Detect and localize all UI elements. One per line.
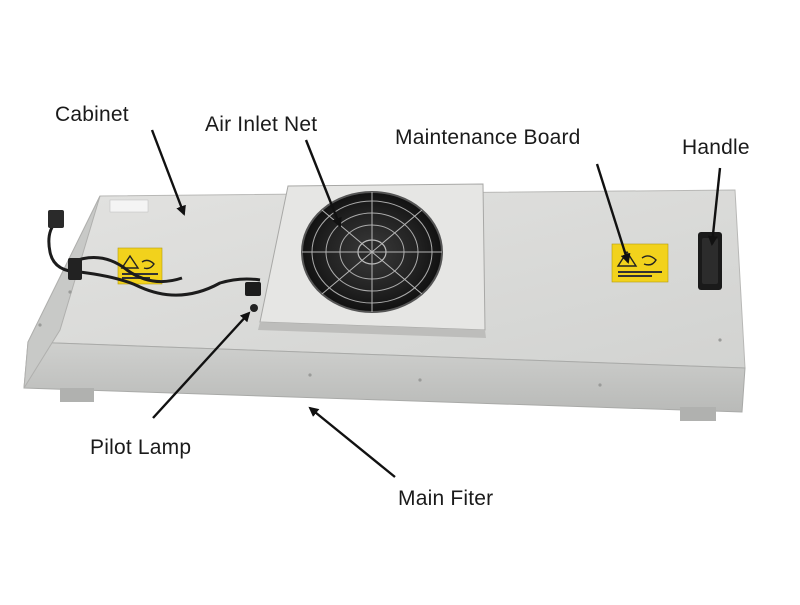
power-plug-icon xyxy=(47,210,261,297)
cabinet-left-side xyxy=(23,195,101,389)
cabinet-foot-right xyxy=(680,407,716,421)
arrow-pilot-lamp xyxy=(152,311,251,419)
label-maintenance-board: Maintenance Board xyxy=(395,126,581,149)
air-inlet-box xyxy=(258,183,486,338)
pilot-lamp-icon xyxy=(250,304,258,312)
label-pilot-lamp: Pilot Lamp xyxy=(90,436,192,459)
arrow-main-filter xyxy=(308,406,396,478)
label-main-filter: Main Fiter xyxy=(398,487,494,510)
arrow-handle xyxy=(707,167,722,246)
fan-grille-icon xyxy=(301,191,443,313)
arrow-maintenance xyxy=(595,163,631,264)
label-handle: Handle xyxy=(682,136,750,159)
nameplate-sticker xyxy=(109,199,149,213)
label-air-inlet-net: Air Inlet Net xyxy=(205,113,318,136)
arrow-air-inlet xyxy=(304,139,342,228)
cabinet-foot-left xyxy=(60,388,94,402)
callout-arrows xyxy=(150,129,722,478)
arrow-cabinet xyxy=(150,129,186,216)
handle-icon xyxy=(698,232,722,290)
warning-sticker-right xyxy=(611,243,669,283)
label-cabinet: Cabinet xyxy=(55,103,129,126)
